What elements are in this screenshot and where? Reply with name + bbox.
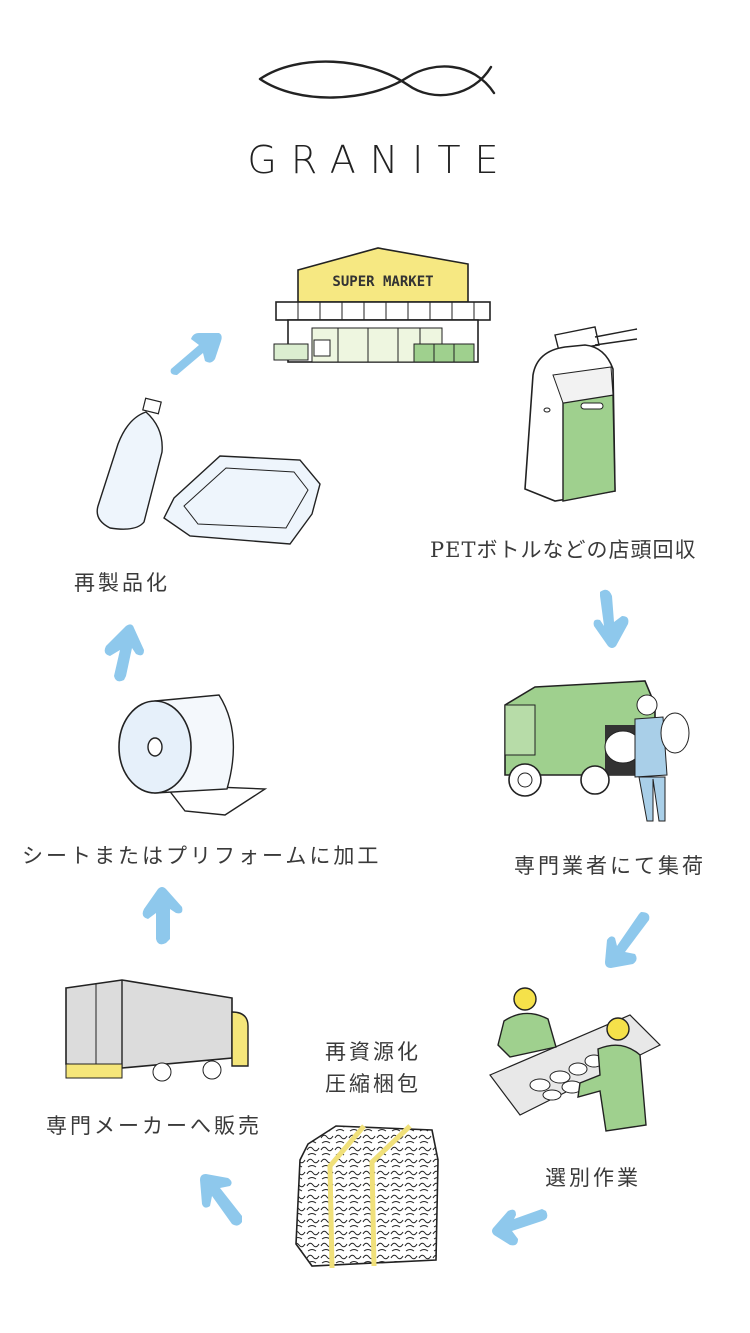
- step-label: 専門メーカーへ販売: [46, 1114, 262, 1138]
- arrow-icon-left: [492, 1209, 548, 1246]
- step-label: 再製品化: [74, 571, 170, 595]
- fish-outline-icon: [258, 60, 496, 99]
- arrow-icon-up-right: [170, 333, 222, 375]
- sorting-workers-icon: [489, 987, 662, 1132]
- sheet-roll-icon: [118, 694, 268, 816]
- step-label: シートまたはプリフォームに加工: [22, 844, 382, 868]
- supermarket-icon: SUPER MARKET: [273, 247, 491, 363]
- delivery-truck-icon: [65, 979, 249, 1082]
- step-label: 専門業者にて集荷: [514, 854, 706, 878]
- step-label-line1: 再資源化: [325, 1040, 421, 1064]
- recycling-bin-icon: [524, 326, 638, 502]
- step-label-line2: 圧縮梱包: [325, 1072, 421, 1096]
- garbage-truck-icon: [504, 680, 690, 822]
- supermarket-sign: SUPER MARKET: [332, 274, 433, 290]
- arrow-icon-up-slight: [104, 624, 144, 682]
- step-label: 選別作業: [545, 1166, 641, 1190]
- brand-name: GRANITE: [247, 138, 513, 182]
- compressed-bale-icon: [295, 1124, 439, 1269]
- arrow-icon-up-left: [200, 1174, 242, 1226]
- step-label: PETボトルなどの店頭回収: [430, 538, 697, 562]
- arrow-icon-down-left: [605, 912, 650, 968]
- arrow-icon-down: [593, 589, 629, 648]
- arrow-icon-up: [142, 887, 183, 945]
- bottle-and-container-icon: [96, 397, 321, 545]
